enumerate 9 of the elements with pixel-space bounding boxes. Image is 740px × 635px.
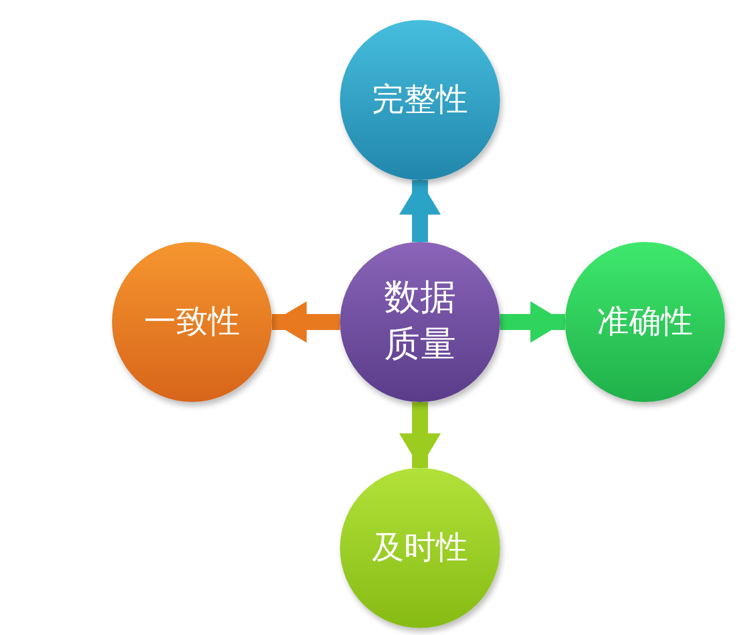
node-label: 及时性 [372, 527, 468, 568]
node-label: 一致性 [144, 301, 240, 342]
node-label: 准确性 [597, 301, 693, 342]
node-label: 数据质量 [383, 276, 457, 367]
arrow [500, 301, 565, 343]
arrow [272, 301, 340, 343]
node-label: 完整性 [372, 79, 468, 120]
arrow [399, 402, 441, 468]
arrow [399, 180, 441, 242]
